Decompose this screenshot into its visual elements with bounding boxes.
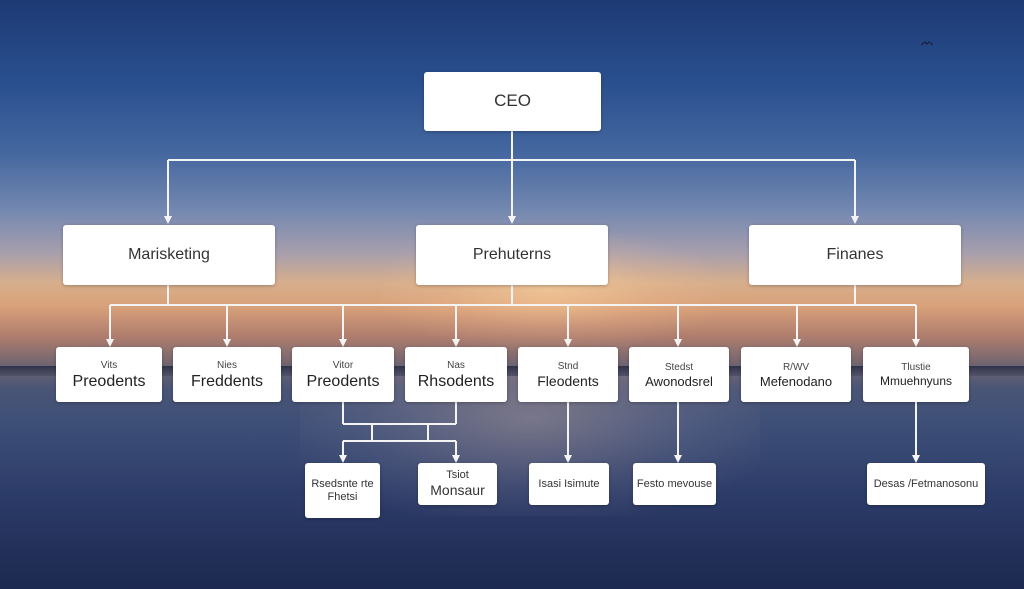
leaf-node-1[interactable]: Rsedsnte rte Fhetsi bbox=[305, 463, 380, 518]
vp-node-8-title: Tlustie bbox=[901, 362, 931, 374]
leaf-node-2[interactable]: Tsiot Monsaur bbox=[418, 463, 497, 505]
bird-icon bbox=[921, 41, 933, 46]
vp-node-4-title: Nas bbox=[447, 360, 465, 372]
vp-node-4[interactable]: Nas Rhsodents bbox=[405, 347, 507, 402]
leaf-node-1-line1: Rsedsnte rte bbox=[311, 478, 374, 491]
vp-node-5-title: Stnd bbox=[557, 361, 579, 373]
products-label: Prehuterns bbox=[472, 246, 552, 264]
vp-node-8[interactable]: Tlustie Mmuehnyuns bbox=[863, 347, 969, 402]
leaf-node-4-label: Festo mevouse bbox=[636, 477, 713, 490]
vp-node-8-subtitle: Mmuehnyuns bbox=[879, 374, 953, 389]
leaf-node-2-line1: Tsiot bbox=[446, 469, 469, 482]
leaf-node-5-label: Desas /Fetmanosonu bbox=[873, 477, 979, 490]
finance-node[interactable]: Finanes bbox=[749, 225, 961, 285]
leaf-node-3[interactable]: Isasi Isimute bbox=[529, 463, 609, 505]
leaf-node-5[interactable]: Desas /Fetmanosonu bbox=[867, 463, 985, 505]
vp-node-2-title: Nies bbox=[216, 360, 237, 372]
ceo-label: CEO bbox=[494, 91, 531, 111]
vp-node-1-subtitle: Preodents bbox=[72, 373, 146, 391]
leaf-node-3-label: Isasi Isimute bbox=[538, 477, 600, 490]
vp-node-6-title: Stedst bbox=[664, 361, 694, 373]
finance-label: Finanes bbox=[826, 246, 884, 264]
vp-node-4-subtitle: Rhsodents bbox=[417, 373, 495, 391]
products-node[interactable]: Prehuterns bbox=[416, 225, 608, 285]
vp-node-5-subtitle: Fleodents bbox=[537, 373, 599, 390]
leaf-node-2-line2: Monsaur bbox=[430, 482, 485, 499]
horizon-shoreline bbox=[0, 366, 1024, 376]
vp-node-6[interactable]: Stedst Awonodsrel bbox=[629, 347, 729, 402]
vp-node-5[interactable]: Stnd Fleodents bbox=[518, 347, 618, 402]
leaf-node-1-line2: Fhetsi bbox=[327, 490, 358, 503]
vp-node-3[interactable]: Vitor Preodents bbox=[292, 347, 394, 402]
vp-node-7-subtitle: Mefenodano bbox=[759, 373, 833, 389]
ceo-node[interactable]: CEO bbox=[424, 72, 601, 131]
marketing-node[interactable]: Marisketing bbox=[63, 225, 275, 285]
vp-node-7[interactable]: R/WV Mefenodano bbox=[741, 347, 851, 402]
vp-node-1[interactable]: Vits Preodents bbox=[56, 347, 162, 402]
vp-node-3-title: Vitor bbox=[332, 360, 354, 372]
vp-node-2-subtitle: Freddents bbox=[190, 373, 264, 391]
vp-node-6-subtitle: Awonodsrel bbox=[645, 373, 713, 389]
vp-node-1-title: Vits bbox=[100, 360, 118, 372]
marketing-label: Marisketing bbox=[128, 246, 210, 264]
vp-node-7-title: R/WV bbox=[782, 361, 810, 373]
vp-node-3-subtitle: Preodents bbox=[306, 373, 380, 391]
vp-node-2[interactable]: Nies Freddents bbox=[173, 347, 281, 402]
leaf-node-4[interactable]: Festo mevouse bbox=[633, 463, 716, 505]
